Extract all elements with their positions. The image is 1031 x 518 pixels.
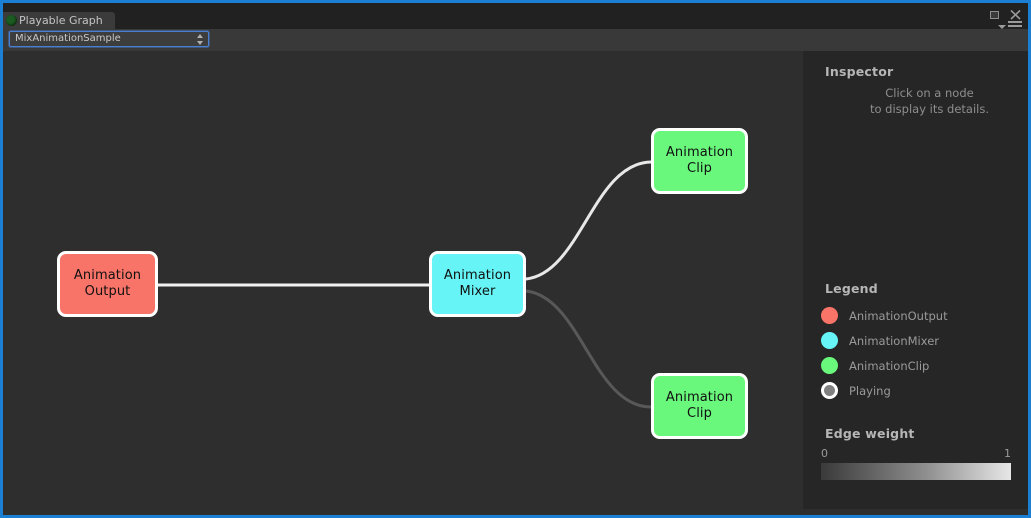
close-icon[interactable]: [1009, 8, 1022, 21]
edge-weight-gradient-bar: [821, 463, 1011, 480]
green-dot-icon: [6, 15, 17, 26]
toolbar: MixAnimationSample: [3, 29, 1028, 52]
node-label-line-2: Output: [84, 284, 131, 299]
window-buttons: [988, 8, 1022, 21]
legend-swatch-icon: [821, 357, 838, 374]
updown-arrows-icon: [197, 34, 204, 45]
legend-item-2: AnimationClip: [821, 353, 1021, 378]
bottom-strip: [3, 509, 1028, 515]
node-label-line-2: Clip: [687, 161, 712, 176]
node-label-line-1: Animation: [73, 268, 142, 283]
legend-swatch-icon: [821, 332, 838, 349]
inspector-hint-line-2: to display its details.: [869, 102, 989, 116]
inspector-title: Inspector: [825, 64, 894, 79]
node-label-line-1: Animation: [665, 390, 734, 405]
legend-label: AnimationOutput: [849, 308, 948, 323]
legend-label: AnimationClip: [849, 358, 930, 373]
node-label-line-2: Mixer: [459, 284, 496, 299]
tab-label: Playable Graph: [19, 14, 103, 27]
graph-edge-clip1-to-mixer[interactable]: [524, 160, 653, 281]
legend-item-1: AnimationMixer: [821, 328, 1021, 353]
legend-label: Playing: [849, 383, 891, 398]
edge-weight-min-label: 0: [821, 447, 828, 460]
maximize-icon[interactable]: [988, 8, 1001, 21]
title-bar: Playable Graph: [3, 3, 1028, 31]
chevron-down-icon: [998, 25, 1006, 29]
tab-playable-graph[interactable]: Playable Graph: [3, 12, 115, 29]
edge-weight-max-label: 1: [1004, 447, 1011, 460]
node-label-line-1: Animation: [443, 268, 512, 283]
inspector-hint: Click on a node to display its details.: [803, 85, 1028, 117]
inspector-sidebar: Inspector Click on a node to display its…: [803, 51, 1028, 515]
graph-edges: [156, 160, 653, 409]
legend-label: AnimationMixer: [849, 333, 940, 348]
edge-weight-scale: 0 1: [821, 447, 1011, 460]
inspector-hint-line-1: Click on a node: [885, 86, 974, 100]
graph-select-value: MixAnimationSample: [15, 33, 121, 44]
legend-swatch-icon: [821, 307, 838, 324]
edge-weight-title: Edge weight: [825, 426, 915, 441]
node-label-line-2: Clip: [687, 406, 712, 421]
legend-item-0: AnimationOutput: [821, 303, 1021, 328]
legend-item-3: Playing: [821, 378, 1021, 403]
legend-swatch-icon: [821, 382, 838, 399]
node-label-line-1: Animation: [665, 145, 734, 160]
legend-title: Legend: [825, 281, 878, 296]
graph-select-dropdown[interactable]: MixAnimationSample: [9, 31, 209, 47]
graph-edge-clip2-to-mixer[interactable]: [524, 289, 653, 409]
